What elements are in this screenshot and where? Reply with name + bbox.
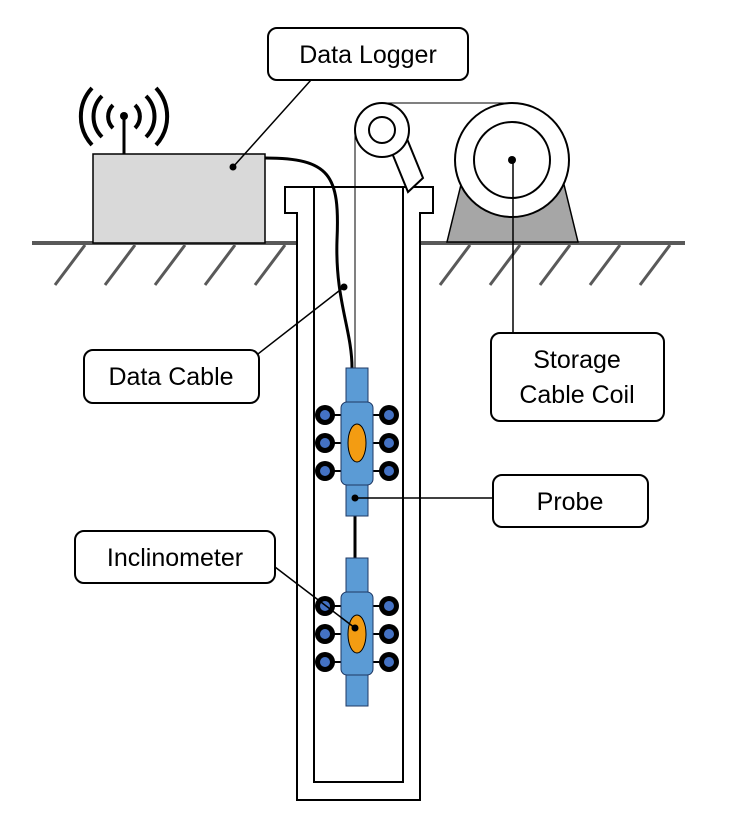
pulley-wheel-icon — [354, 102, 425, 194]
label-storage-line1: Storage — [533, 346, 621, 374]
wireless-antenna-icon — [78, 86, 170, 154]
probe-lower — [315, 557, 399, 707]
cable-lines — [264, 102, 512, 560]
label-data-cable: Data Cable — [83, 349, 260, 404]
label-data-logger: Data Logger — [267, 27, 469, 81]
data-logger-box — [92, 153, 266, 244]
leader-dots — [229, 163, 359, 632]
sensor-upper — [347, 423, 367, 463]
label-probe-text: Probe — [537, 488, 604, 516]
label-probe: Probe — [492, 474, 649, 528]
label-inclinometer-text: Inclinometer — [107, 544, 243, 572]
label-data-logger-text: Data Logger — [299, 41, 437, 69]
sensor-lower — [347, 614, 367, 654]
label-storage-line2: Cable Coil — [519, 381, 634, 409]
probe-upper — [315, 367, 399, 517]
cable-coil-reel-icon — [454, 102, 570, 218]
label-data-cable-text: Data Cable — [108, 363, 233, 391]
ground-right — [420, 241, 685, 286]
label-storage-cable-coil: Storage Cable Coil — [490, 332, 665, 422]
borehole-inner — [313, 187, 404, 783]
label-inclinometer: Inclinometer — [74, 530, 276, 584]
ground-left — [32, 241, 297, 286]
